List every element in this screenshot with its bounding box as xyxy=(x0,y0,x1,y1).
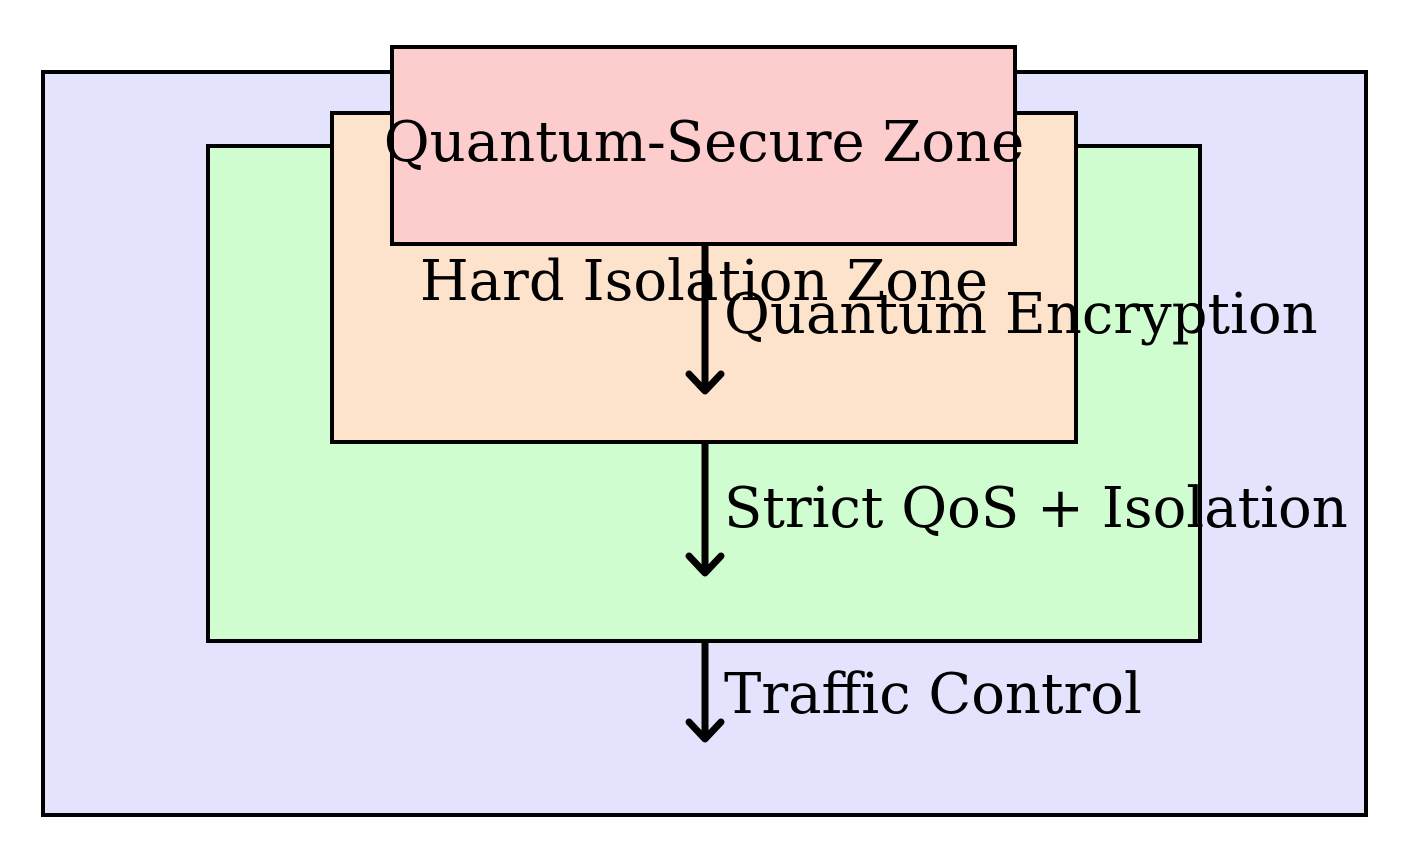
flow-quantum-encryption: Quantum Encryption xyxy=(685,244,1318,395)
flow-strict-qos: Strict QoS + Isolation xyxy=(685,442,1348,577)
flow-quantum-encryption-label: Quantum Encryption xyxy=(724,282,1318,347)
quantum-secure-zone-label: Quantum-Secure Zone xyxy=(384,110,1025,175)
arrow-down-icon xyxy=(685,718,725,743)
arrow-down-icon xyxy=(685,552,725,577)
flow-traffic-control: Traffic Control xyxy=(685,641,1142,743)
arrow-down-icon xyxy=(685,370,725,395)
flow-traffic-control-label: Traffic Control xyxy=(724,662,1142,727)
flow-strict-qos-label: Strict QoS + Isolation xyxy=(724,476,1348,541)
